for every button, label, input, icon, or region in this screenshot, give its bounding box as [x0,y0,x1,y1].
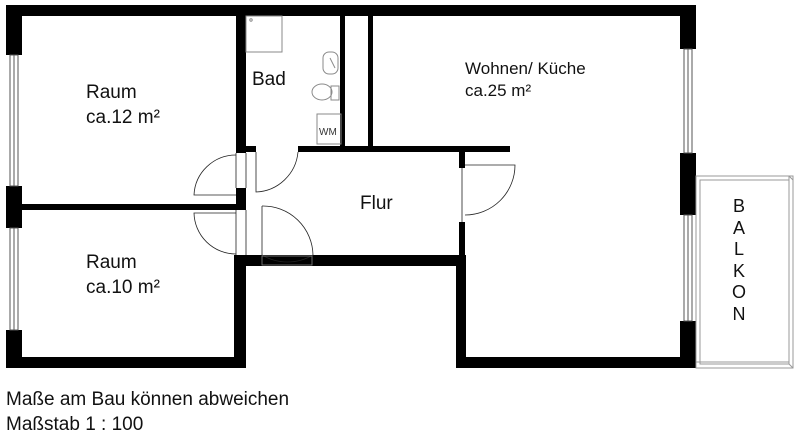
balcony-letter: N [732,303,746,324]
disclaimer-note: Maße am Bau können abweichen [6,389,290,410]
balcony-letter: K [732,260,745,281]
room-area: ca.25 m² [465,81,532,101]
room-name: Raum [86,252,137,273]
room-label-bad: Bad [252,67,286,92]
windows [9,48,693,331]
room-label-wohnen: Wohnen/ Küche ca.25 m² [465,58,586,103]
balcony-letter: A [732,217,745,238]
balcony-letter: O [731,282,746,302]
room-label-raum-10: Raum ca.10 m² [86,250,160,300]
interior-walls [22,5,510,266]
room-area: ca.12 m² [86,107,160,129]
balcony-letter: B [732,196,745,216]
room-name: Bad [252,69,286,90]
room-name: Flur [360,193,393,214]
washer-label: WM [319,127,337,138]
balcony-letter: L [733,239,744,259]
bathroom-fixtures [245,15,342,145]
room-area: ca.10 m² [86,277,160,299]
room-name: Raum [86,82,137,103]
room-label-flur: Flur [360,191,393,216]
room-name: Wohnen/ Küche [465,59,586,78]
scale-note: Maßstab 1 : 100 [6,414,144,435]
balcony-outline [695,175,794,369]
room-label-raum-12: Raum ca.12 m² [86,80,160,130]
doors [193,151,516,266]
outer-walls [6,5,696,368]
balcony-label: B A L K O N [729,196,749,325]
